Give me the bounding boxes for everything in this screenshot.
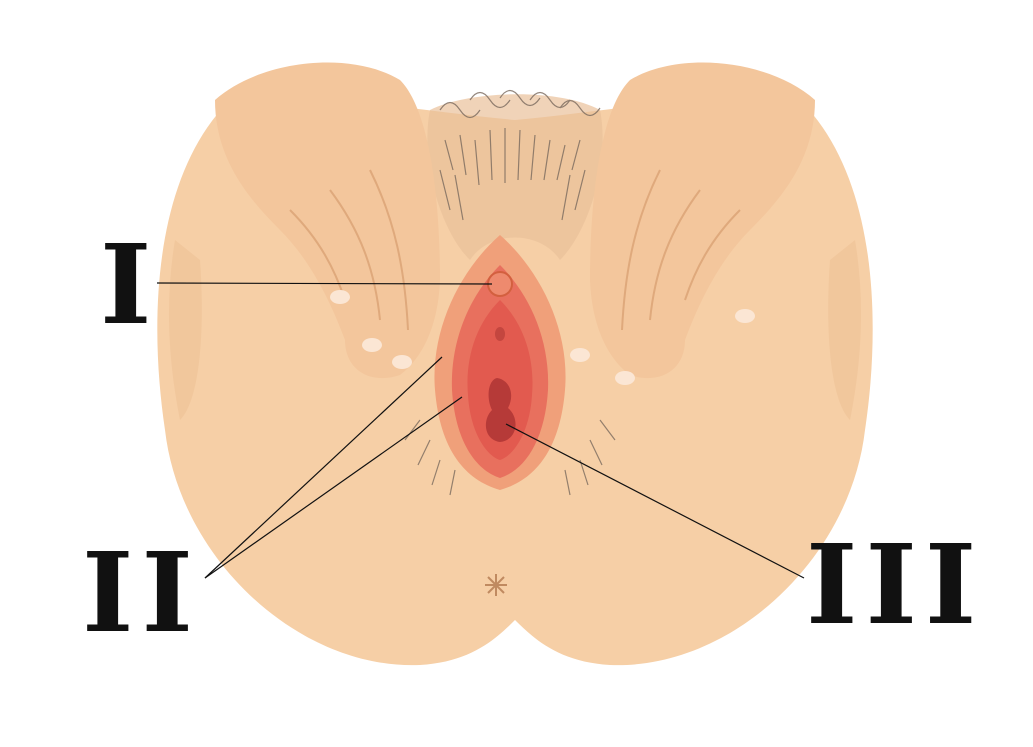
label-ii: II [82,528,201,657]
leader-line-ii-outer [204,356,443,579]
right-hand [590,62,815,379]
label-i: I [100,220,160,349]
left-nail-2 [362,338,382,352]
hair-strokes [404,89,616,496]
leader-line-i [156,282,493,285]
vaginal-opening [485,378,516,442]
anus-mark [485,574,507,596]
leader-line-ii-inner [204,396,463,579]
left-nail-1 [330,290,350,304]
leader-line-iii [505,423,805,579]
right-thigh-shading [828,240,862,420]
right-nail-1 [735,309,755,323]
hair-region [427,94,603,260]
urethral-opening [495,327,505,341]
left-thigh-shading [168,240,202,420]
right-nail-2 [615,371,635,385]
left-nail-3 [392,355,412,369]
label-iii: III [806,520,985,649]
right-finger-lines [621,169,741,331]
right-nail-3 [570,348,590,362]
left-hand [215,62,440,379]
